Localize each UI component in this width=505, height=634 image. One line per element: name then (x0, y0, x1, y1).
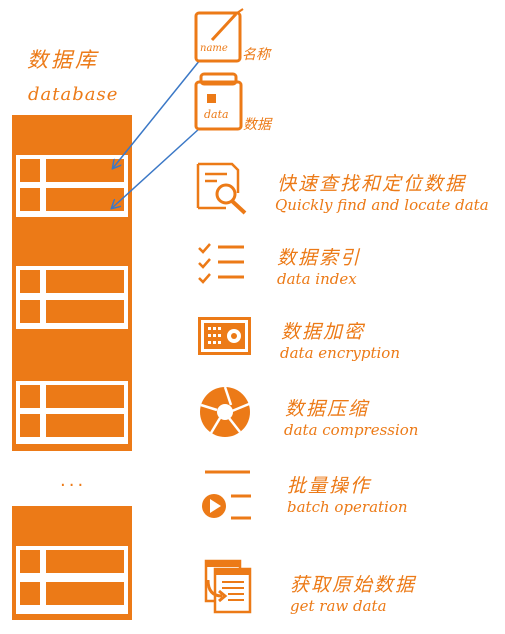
feature-2-title-en: data index (277, 270, 357, 288)
feature-6-title-en: get raw data (290, 597, 387, 615)
database-title-en: database (28, 84, 119, 105)
ellipsis: ... (60, 470, 87, 491)
arrow-data-to-row (112, 127, 201, 208)
feature-5-title-cn: 批量操作 (287, 475, 372, 497)
name-label: 名称 (242, 47, 270, 63)
database-title-cn: 数据库 (27, 48, 99, 72)
feature-2-title-cn: 数据索引 (277, 247, 362, 269)
data-label: 数据 (243, 117, 271, 133)
database-table-block (12, 260, 132, 335)
feature-6-title-cn: 获取原始数据 (290, 574, 417, 596)
database-table-block (12, 375, 132, 451)
arrow-name-to-row (113, 59, 201, 168)
data-folder-inner-label: data (204, 108, 229, 121)
feature-3-title-en: data encryption (280, 344, 400, 362)
feature-1-title-cn: 快速查找和定位数据 (277, 173, 467, 195)
feature-1-title-en: Quickly find and locate data (275, 196, 489, 214)
feature-5-title-en: batch operation (287, 498, 408, 516)
name-tag-inner-label: name (200, 43, 228, 54)
feature-4-title-cn: 数据压缩 (285, 398, 370, 420)
feature-3-title-cn: 数据加密 (281, 321, 366, 343)
database-table-block (12, 506, 132, 620)
database-table-block (12, 115, 132, 223)
feature-4-title-en: data compression (284, 421, 419, 439)
